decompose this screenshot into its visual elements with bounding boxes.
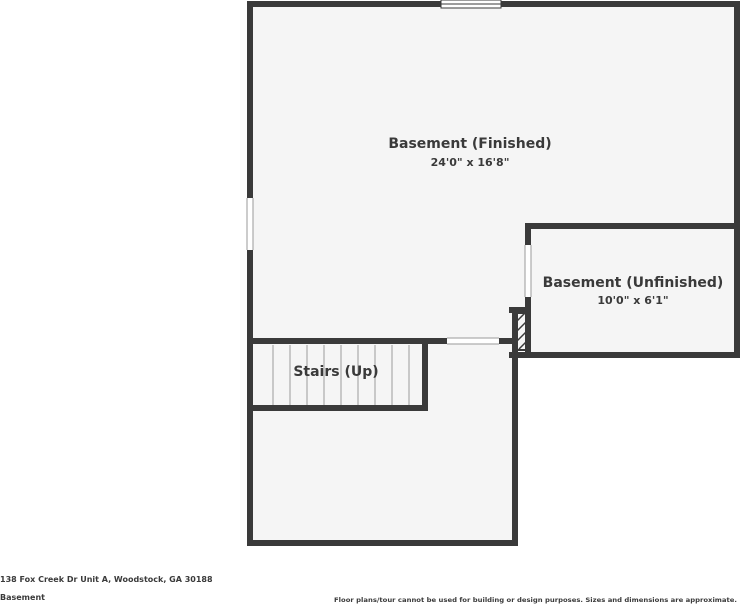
lower-area-floor <box>253 342 512 540</box>
disclaimer-text: Floor plans/tour cannot be used for buil… <box>334 597 737 604</box>
openings <box>246 0 532 345</box>
opening-left <box>246 198 254 250</box>
unfinished-room-floor <box>531 229 734 352</box>
opening-unfinished <box>524 245 532 297</box>
unfinished-room-name: Basement (Unfinished) <box>543 275 724 291</box>
finished-room-name: Basement (Finished) <box>388 136 551 152</box>
opening-partition <box>447 337 499 345</box>
level-text: Basement <box>0 593 45 602</box>
walls <box>247 1 740 546</box>
finished-room-dimensions: 24'0" x 16'8" <box>431 156 510 169</box>
floor-fills <box>253 7 734 540</box>
stairs-label: Stairs (Up) <box>293 364 378 380</box>
address-text: 138 Fox Creek Dr Unit A, Woodstock, GA 3… <box>0 575 213 584</box>
unfinished-room-dimensions: 10'0" x 6'1" <box>597 294 668 307</box>
stairs-treads <box>272 345 410 405</box>
window-top <box>440 0 502 9</box>
